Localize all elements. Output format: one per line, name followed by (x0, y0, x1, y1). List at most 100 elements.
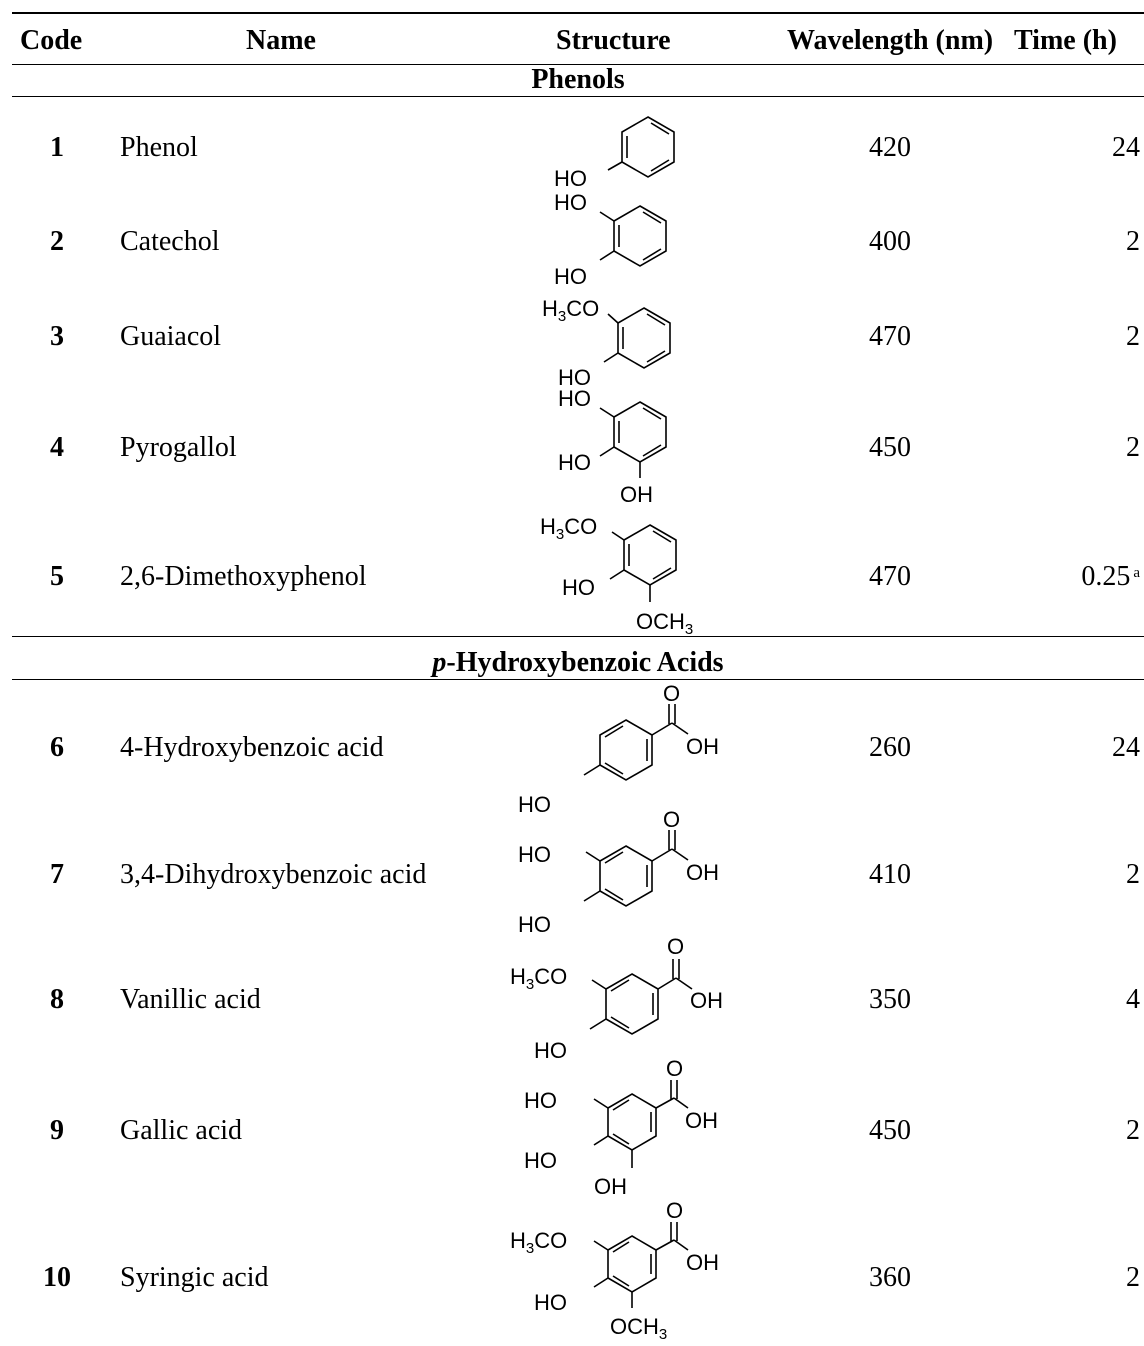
carbonyl-oxygen-label: O (663, 807, 680, 832)
aromatic-double-bond (612, 1133, 630, 1145)
structure-phenol: HO (554, 116, 675, 191)
row-name: 2,6-Dimethoxyphenol (120, 561, 367, 592)
carbonyl-oxygen-label: O (666, 1056, 683, 1081)
row-code: 6 (50, 732, 64, 763)
aromatic-double-bond (604, 725, 624, 738)
row-name: 4-Hydroxybenzoic acid (120, 732, 384, 763)
bond (611, 531, 625, 541)
methoxy-label-sub: 3 (685, 621, 693, 638)
bond (607, 313, 619, 324)
aromatic-double-bond (646, 350, 666, 363)
methoxy-label: H3CO (510, 964, 567, 993)
hydroxyl-label: OH (686, 860, 719, 885)
hydroxyl-label: HO (558, 450, 591, 475)
hydroxyl-label: OH (594, 1174, 627, 1199)
bond (593, 1135, 609, 1146)
carbonyl-oxygen-label: O (663, 681, 680, 706)
bond (655, 1097, 675, 1109)
section-rule (12, 679, 1144, 680)
row-name: Pyrogallol (120, 432, 237, 463)
header-structure: Structure (556, 25, 671, 56)
benzene-ring (621, 116, 675, 178)
bond (603, 352, 619, 363)
benzene-ring (605, 973, 659, 1035)
aromatic-double-bond (604, 851, 624, 864)
methoxy-label-sub: 3 (659, 1326, 667, 1343)
methoxy-label-co: CO (566, 296, 599, 321)
row-name: Guaiacol (120, 321, 222, 352)
bond (609, 569, 625, 580)
methoxy-label-h: H (510, 964, 526, 989)
bond (607, 161, 623, 171)
row-wavelength: 450 (869, 1115, 911, 1146)
row-time: 4 (1126, 984, 1140, 1015)
hydroxyl-label: OH (620, 482, 653, 507)
aromatic-double-bond (652, 567, 672, 580)
methoxy-label-och: OCH (636, 609, 685, 634)
hydroxyl-label: HO (524, 1148, 557, 1173)
bond (657, 977, 677, 990)
hydroxyl-label: HO (518, 842, 551, 867)
hydroxyl-label: HO (562, 575, 595, 600)
aromatic-double-bond (604, 762, 624, 775)
bond (599, 250, 615, 261)
row-code: 5 (50, 561, 64, 592)
structure-3-4-dihydroxybenzoic-acid: O OH HO HO (518, 807, 719, 937)
bond (593, 1098, 609, 1109)
aromatic-double-bond (642, 248, 662, 261)
section-title-rest: -Hydroxybenzoic Acids (446, 647, 724, 678)
aromatic-double-bond (642, 211, 662, 224)
row-code: 2 (50, 226, 64, 257)
methoxy-label-sub: 3 (526, 976, 534, 993)
bond (585, 851, 601, 862)
hydroxyl-label: HO (554, 166, 587, 191)
section-title-prefix: p (432, 647, 447, 678)
structure-guaiacol: H3CO HO (542, 296, 671, 390)
structure-4-hydroxybenzoic-acid: O OH HO (518, 681, 719, 817)
header-wavelength: Wavelength (nm) (787, 25, 994, 56)
row-time: 2 (1126, 226, 1140, 257)
hydroxyl-label: OH (685, 1108, 718, 1133)
header-name: Name (246, 25, 316, 56)
methoxy-label-h: H (510, 1228, 526, 1253)
row-wavelength: 400 (869, 226, 911, 257)
row-name: Syringic acid (120, 1262, 269, 1293)
row-wavelength: 450 (869, 432, 911, 463)
aromatic-double-bond (612, 1241, 630, 1253)
structure-vanillic-acid: O OH H3CO HO (510, 934, 723, 1063)
hydroxyl-label: HO (554, 190, 587, 215)
aromatic-double-bond (642, 407, 662, 420)
header-code: Code (20, 25, 83, 56)
hydroxyl-label: HO (558, 365, 591, 390)
structure-syringic-acid: O OH H3CO HO OCH3 (510, 1198, 719, 1343)
bond (599, 211, 615, 222)
bond (671, 848, 689, 861)
row-wavelength: 470 (869, 321, 911, 352)
structure-pyrogallol: HO HO OH (558, 386, 667, 507)
methoxy-label-sub: 3 (526, 1240, 534, 1257)
methoxy-label-co: CO (534, 964, 567, 989)
bond (583, 764, 601, 776)
methoxy-label-co: CO (534, 1228, 567, 1253)
hydroxyl-label: OH (686, 734, 719, 759)
row-code: 7 (50, 859, 64, 890)
methoxy-label: H3CO (540, 514, 597, 543)
section-title-acids: p-Hydroxybenzoic Acids (12, 646, 1144, 680)
benzene-ring (607, 1235, 657, 1293)
row-wavelength: 470 (869, 561, 911, 592)
methoxy-label: OCH3 (636, 609, 693, 638)
bond (673, 1097, 689, 1109)
methoxy-label-h: H (542, 296, 558, 321)
aromatic-double-bond (642, 444, 662, 457)
aromatic-double-bond (646, 313, 666, 326)
row-code: 4 (50, 432, 64, 463)
structure-dimethoxyphenol: H3CO HO OCH3 (540, 514, 693, 638)
benzene-ring (599, 719, 653, 781)
aromatic-double-bond (612, 1275, 630, 1287)
row-wavelength: 420 (869, 132, 911, 163)
section-title-phenols: Phenols (531, 64, 625, 95)
row-wavelength: 350 (869, 984, 911, 1015)
bond (675, 977, 693, 990)
row-code: 1 (50, 132, 64, 163)
header-time: Time (h) (1014, 25, 1117, 56)
